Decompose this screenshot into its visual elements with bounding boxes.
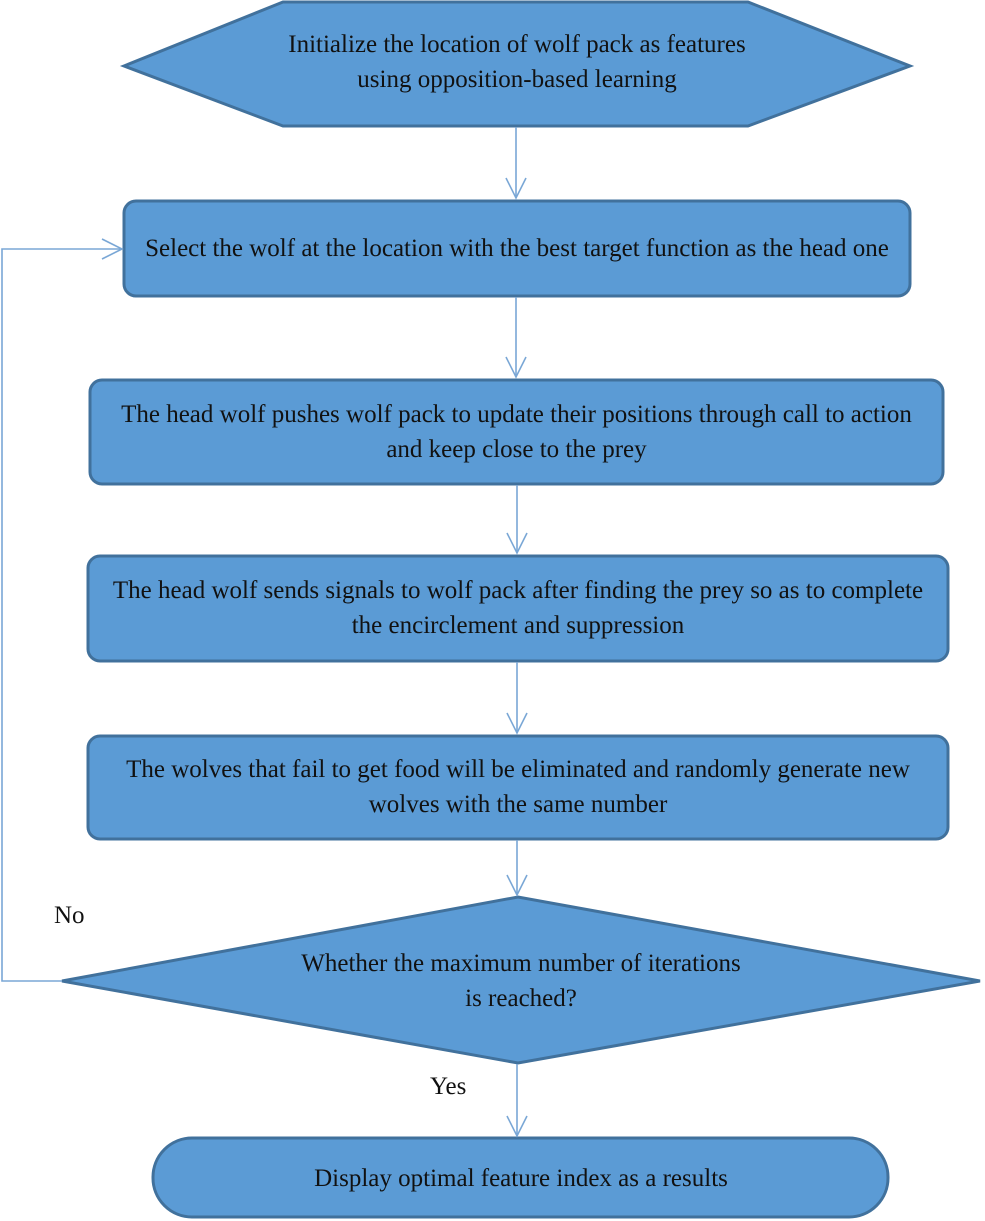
init-node-shape <box>119 0 915 128</box>
arrow-update-to-encircle <box>506 485 528 555</box>
arrow-init-to-select <box>505 127 527 200</box>
decision-node-shape <box>61 895 981 1065</box>
init-node-label: Initialize the location of wolf pack as … <box>288 31 746 93</box>
arrow-eliminate-to-decision <box>506 840 528 897</box>
arrow-encircle-to-eliminate <box>506 662 528 735</box>
result-node-shape <box>151 1136 890 1219</box>
eliminate-node-shape <box>86 734 950 841</box>
arrow-yes-to-result <box>506 1064 528 1138</box>
arrow-select-to-update <box>505 297 527 379</box>
arrow-no-loop-back <box>1 238 124 982</box>
encircle-node-shape <box>86 554 950 663</box>
encircle-node-label: The head wolf sends signals to wolf pack… <box>112 577 924 639</box>
result-node-label: Display optimal feature index as a resul… <box>314 1164 728 1192</box>
decision-node-label: Whether the maximum number of iterations… <box>301 950 741 1012</box>
select-head-node-label: Select the wolf at the location with the… <box>145 234 889 262</box>
eliminate-node-label: The wolves that fail to get food will be… <box>126 756 910 818</box>
update-positions-node-label: The head wolf pushes wolf pack to update… <box>121 401 912 463</box>
select-head-node-shape <box>122 199 912 298</box>
yes-edge-label: Yes <box>430 1073 467 1100</box>
no-edge-label: No <box>54 902 85 929</box>
update-positions-node-shape <box>88 378 945 486</box>
